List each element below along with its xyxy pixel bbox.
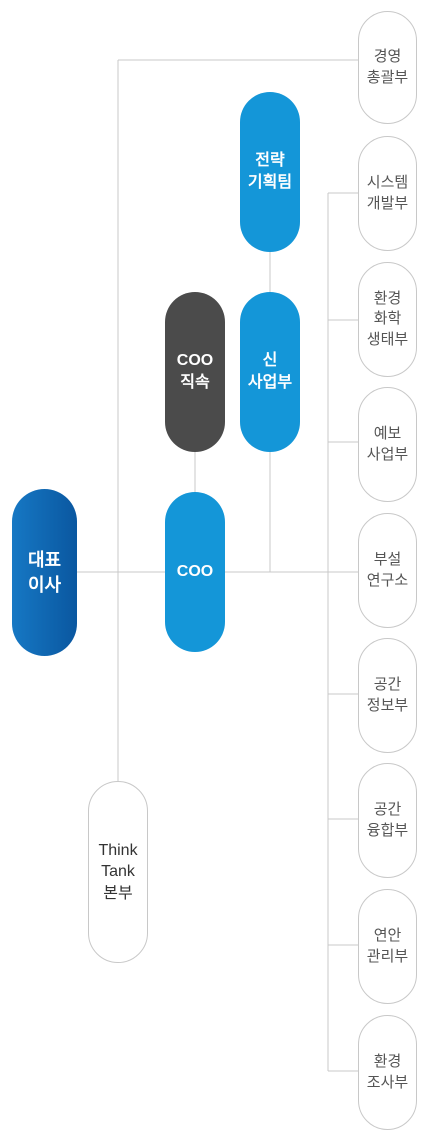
department-label-line3: 생태부 bbox=[366, 330, 409, 348]
department-label-line2: 사업부 bbox=[366, 445, 409, 463]
department-label-line2: 정보부 bbox=[366, 696, 409, 714]
new-business-label-line1: 신 bbox=[262, 352, 278, 370]
management-node: 경영 총괄부 bbox=[358, 11, 417, 124]
new-business-label-line2: 사업부 bbox=[247, 374, 293, 391]
department-label-line1: 연안 bbox=[373, 927, 402, 945]
department-label-line1: 공간 bbox=[373, 801, 402, 819]
department-label-line1: 예보 bbox=[373, 425, 402, 443]
ceo-label-line2: 이사 bbox=[27, 574, 62, 595]
department-node: 환경 화학 생태부 bbox=[358, 262, 417, 377]
department-node: 시스템 개발부 bbox=[358, 136, 417, 251]
new-business-node: 신 사업부 bbox=[240, 292, 300, 452]
think-tank-label-line1: Think bbox=[98, 841, 138, 859]
department-label-line2: 화학 bbox=[373, 310, 402, 328]
management-label-line1: 경영 bbox=[373, 48, 402, 66]
department-node: 공간 융합부 bbox=[358, 763, 417, 878]
department-label-line1: 환경 bbox=[373, 1053, 402, 1071]
department-label-line1: 환경 bbox=[373, 290, 402, 308]
coo-direct-label-line1: COO bbox=[176, 352, 214, 370]
strategy-planning-label-line2: 기획팀 bbox=[247, 174, 293, 191]
department-label-line2: 조사부 bbox=[366, 1073, 409, 1091]
ceo-label-line1: 대표 bbox=[27, 550, 62, 571]
think-tank-label-line3: 본부 bbox=[103, 884, 133, 902]
department-node: 예보 사업부 bbox=[358, 387, 417, 502]
think-tank-label-line2: Tank bbox=[101, 863, 135, 881]
think-tank-node: Think Tank 본부 bbox=[88, 781, 148, 963]
department-label-line2: 융합부 bbox=[366, 821, 409, 839]
department-label-line2: 연구소 bbox=[366, 571, 409, 589]
coo-direct-node: COO 직속 bbox=[165, 292, 225, 452]
department-label-line2: 개발부 bbox=[366, 194, 409, 212]
department-label-line1: 부설 bbox=[373, 551, 402, 569]
strategy-planning-label-line1: 전략 bbox=[255, 152, 285, 170]
department-label-line2: 관리부 bbox=[366, 947, 409, 965]
coo-direct-label-line2: 직속 bbox=[180, 374, 210, 391]
department-node: 부설 연구소 bbox=[358, 513, 417, 628]
management-label-line2: 총괄부 bbox=[366, 68, 409, 86]
department-node: 공간 정보부 bbox=[358, 638, 417, 753]
department-label-line1: 시스템 bbox=[366, 174, 409, 192]
ceo-node: 대표 이사 bbox=[12, 489, 77, 656]
department-node: 연안 관리부 bbox=[358, 889, 417, 1004]
coo-label: COO bbox=[176, 563, 214, 581]
department-node: 환경 조사부 bbox=[358, 1015, 417, 1130]
department-label-line1: 공간 bbox=[373, 676, 402, 694]
coo-node: COO bbox=[165, 492, 225, 652]
strategy-planning-node: 전략 기획팀 bbox=[240, 92, 300, 252]
